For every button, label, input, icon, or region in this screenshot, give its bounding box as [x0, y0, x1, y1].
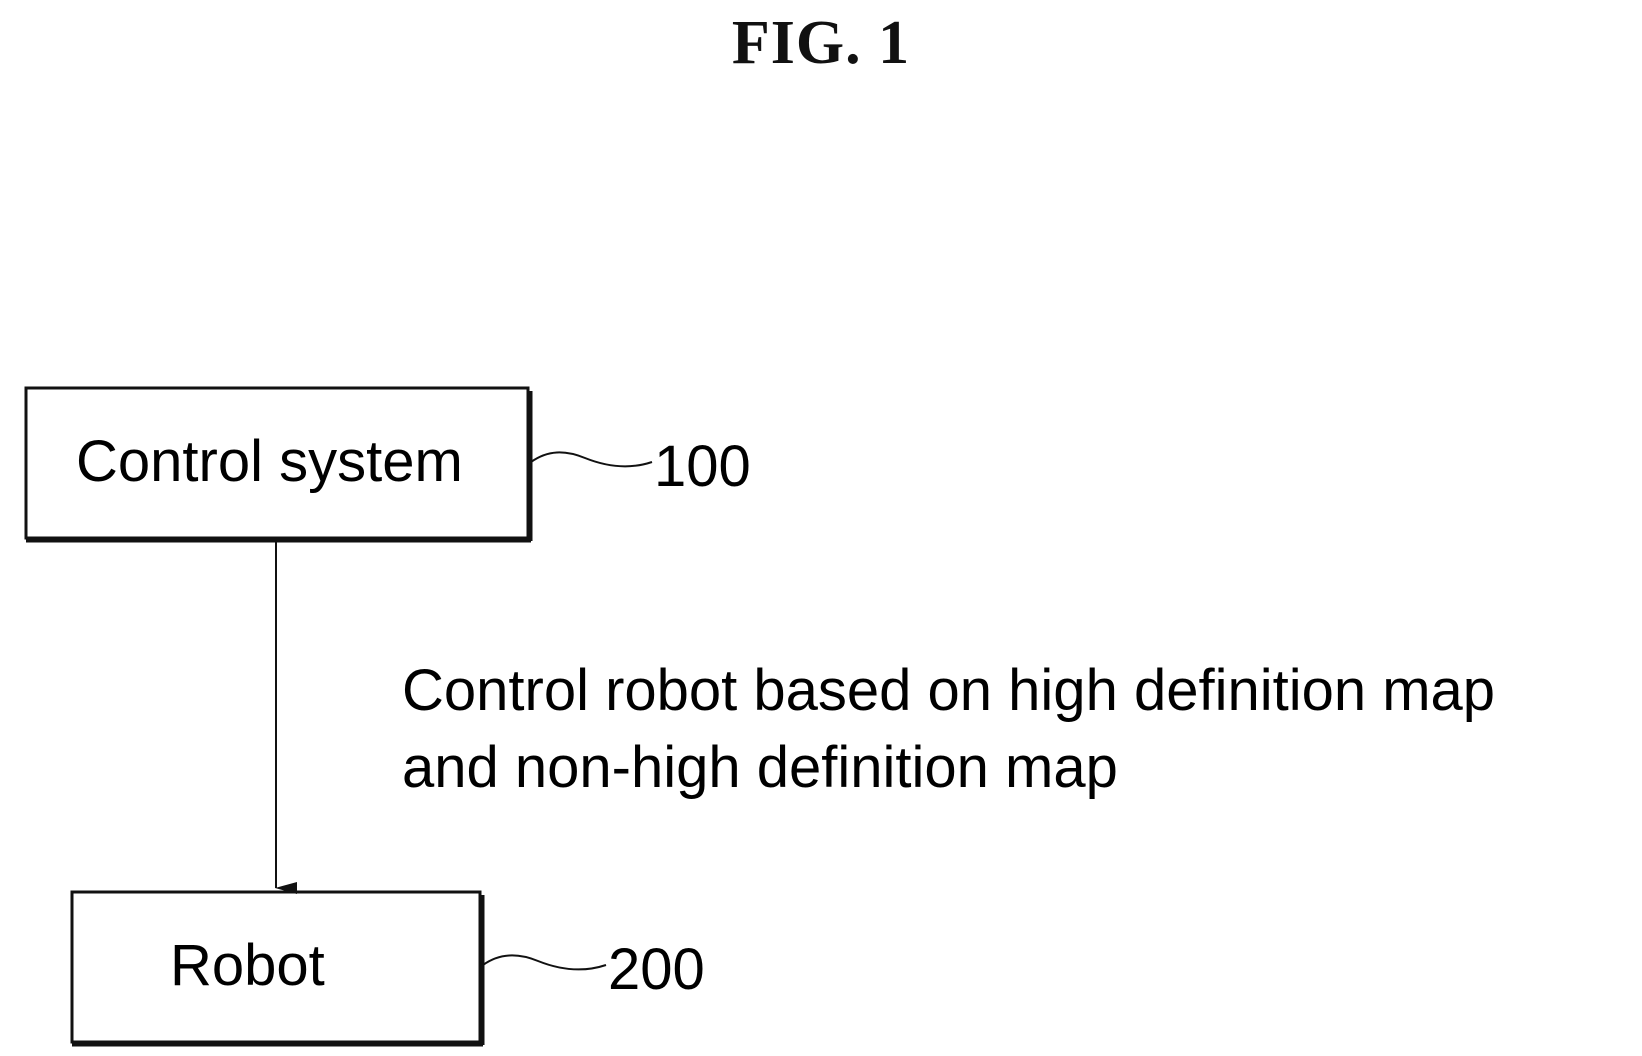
robot-leader-line [483, 955, 606, 969]
control-system-leader-line [531, 452, 652, 466]
robot-block: Robot [72, 892, 483, 1045]
robot-ref: 200 [608, 937, 705, 1002]
robot-label: Robot [170, 933, 325, 998]
control-system-block: Control system [26, 388, 531, 541]
edge-label-line-2: and non-high definition map [402, 735, 1118, 800]
control-system-label: Control system [76, 429, 463, 494]
control-system-ref: 100 [654, 434, 751, 499]
edge-label-line-1: Control robot based on high definition m… [402, 658, 1495, 723]
